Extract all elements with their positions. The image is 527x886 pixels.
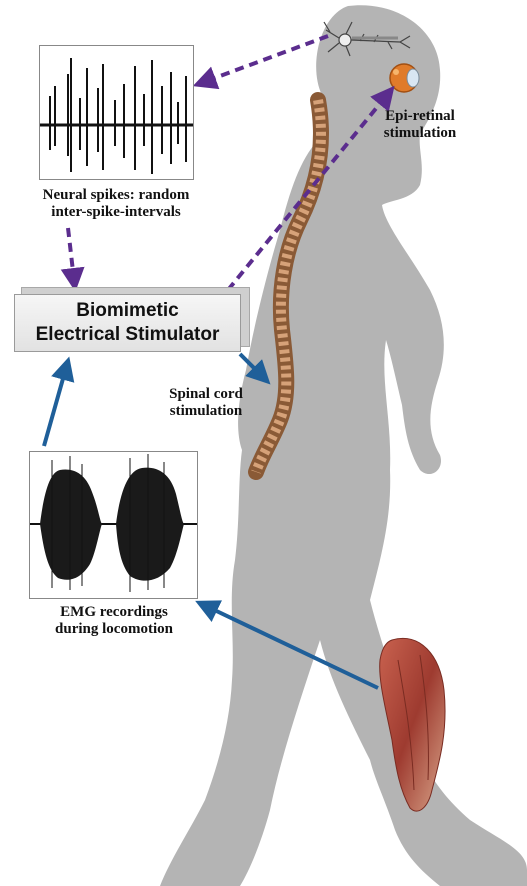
label-neural-spikes: Neural spikes: random inter-spike-interv… <box>22 187 210 221</box>
arrow-emg-to-stimulator <box>44 368 66 446</box>
arrow-neuron-to-spikes <box>204 36 328 82</box>
arrow-spikes-to-stimulator <box>68 228 74 280</box>
stimulator-line-2: Electrical Stimulator <box>36 323 220 347</box>
label-epi-retinal: Epi-retinal stimulation <box>370 108 470 142</box>
emg-recording-plot <box>29 451 198 599</box>
human-silhouette <box>160 5 527 886</box>
spike-train <box>40 46 193 179</box>
eye-icon <box>390 64 419 92</box>
label-emg: EMG recordings during locomotion <box>26 604 202 638</box>
stimulator-line-1: Biomimetic <box>76 299 178 323</box>
label-spinal-cord: Spinal cord stimulation <box>156 386 256 420</box>
biomimetic-stimulator-box: Biomimetic Electrical Stimulator <box>14 294 241 352</box>
emg-trace <box>30 452 197 598</box>
neural-spikes-plot <box>39 45 194 180</box>
